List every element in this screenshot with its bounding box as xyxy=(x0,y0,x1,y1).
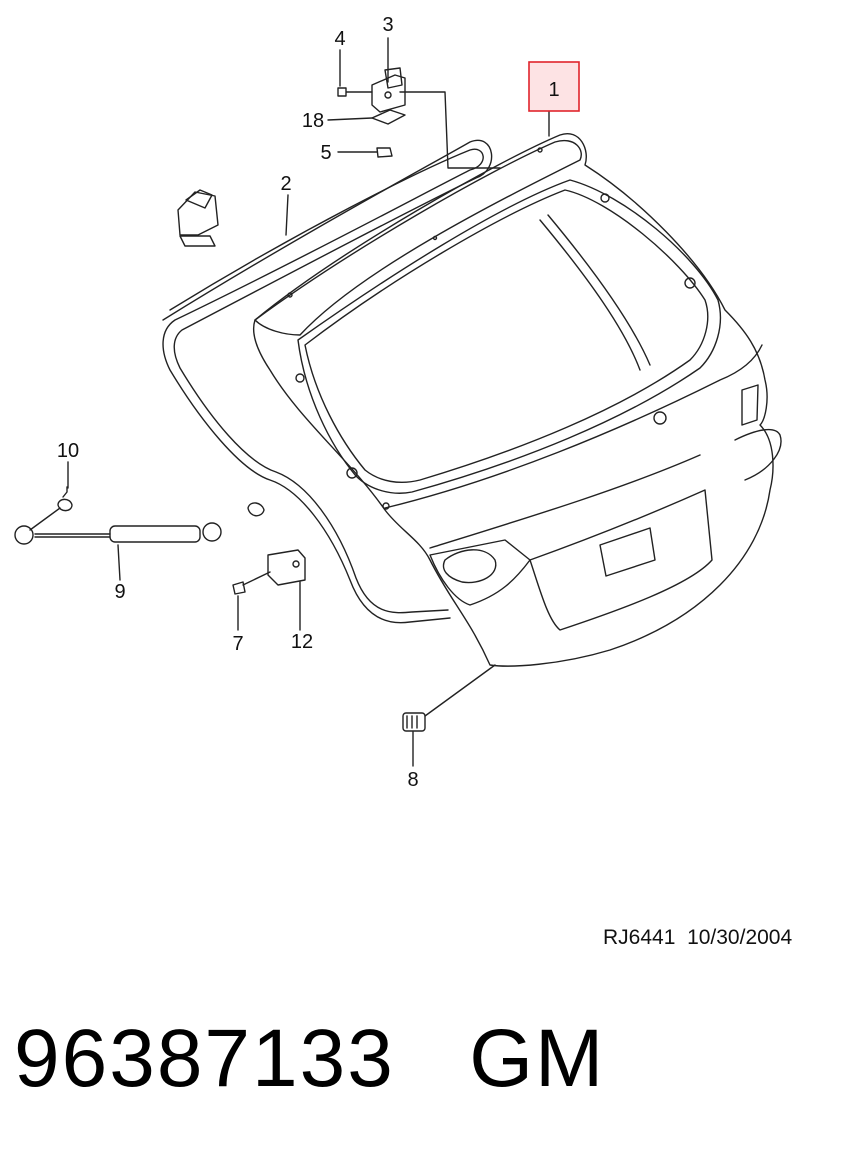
rear-glass xyxy=(304,189,709,483)
callout-label-2: 2 xyxy=(280,173,291,195)
hinge-upper xyxy=(371,67,406,113)
bump-stop-8 xyxy=(402,712,426,732)
brand-name: GM xyxy=(469,1013,606,1104)
callout-label-3: 3 xyxy=(382,14,393,36)
callout-label-1: 1 xyxy=(548,79,559,101)
bolt-7 xyxy=(232,571,271,595)
part-number: 96387133 xyxy=(14,1013,395,1104)
hinge-left xyxy=(177,189,219,247)
callout-label-12: 12 xyxy=(291,631,313,653)
license-plate-recess xyxy=(529,489,713,631)
ref-date: 10/30/2004 xyxy=(687,926,793,949)
bolt-4 xyxy=(337,87,373,97)
bracket-12 xyxy=(267,549,306,586)
ref-code: RJ6441 xyxy=(603,926,676,949)
liftgate-panel xyxy=(253,132,774,667)
callout-label-10: 10 xyxy=(57,440,79,462)
drawing-reference: RJ6441 10/30/2004 xyxy=(603,926,792,950)
callout-label-18: 18 xyxy=(302,110,324,132)
latch-housing xyxy=(429,539,531,606)
exploded-parts-diagram: 1 2 3 4 5 7 8 9 10 12 18 xyxy=(14,14,782,791)
hinge-plate xyxy=(371,109,406,125)
callout-1-highlight-box xyxy=(528,61,580,112)
ball-stud-10 xyxy=(57,486,73,512)
gas-strut xyxy=(14,522,222,545)
callout-label-5: 5 xyxy=(320,142,331,164)
callout-label-8: 8 xyxy=(407,769,418,791)
nut-5 xyxy=(376,147,393,158)
callout-label-9: 9 xyxy=(114,581,125,603)
callout-label-7: 7 xyxy=(232,633,243,655)
part-number-line: 96387133 GM xyxy=(14,1012,605,1106)
callout-label-4: 4 xyxy=(334,28,345,50)
weatherstrip-seal xyxy=(162,148,484,624)
